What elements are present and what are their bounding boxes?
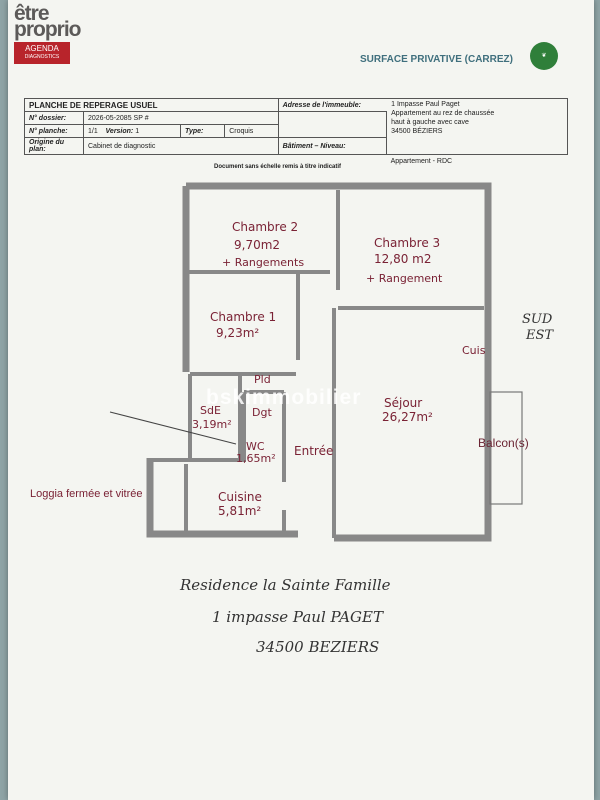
brand-logo: être proprio AGENDA DIAGNOSTICS bbox=[14, 2, 84, 64]
adresse-line1: 1 Impasse Paul Paget bbox=[391, 101, 460, 108]
sejour-label: Séjour bbox=[384, 396, 423, 410]
pointer-line bbox=[109, 411, 237, 445]
batiment-value: Appartement - RDC bbox=[390, 157, 453, 165]
adresse-line2: Appartement au rez de chaussée bbox=[391, 110, 495, 117]
badge-line1: AGENDA bbox=[25, 44, 59, 53]
wc-label: WC bbox=[246, 440, 265, 453]
chambre2-area: 9,70m2 bbox=[234, 238, 281, 252]
adresse-line4: 34500 BÉZIERS bbox=[391, 128, 443, 135]
info-table: PLANCHE DE REPERAGE USUEL Adresse de l'i… bbox=[24, 98, 568, 167]
balcon-outline bbox=[489, 391, 523, 505]
batiment-label: Bâtiment – Niveau: bbox=[277, 137, 388, 155]
cuisine-area: 5,81m² bbox=[218, 504, 262, 518]
balcon-label: Balcon(s) bbox=[478, 436, 529, 450]
watermark: bskimmobilier bbox=[206, 386, 362, 409]
chambre3-label: Chambre 3 bbox=[374, 236, 441, 250]
adresse-block: 1 Impasse Paul Paget Appartement au rez … bbox=[386, 98, 568, 155]
placard-label: Pld bbox=[254, 373, 271, 386]
adresse-line3: haut à gauche avec cave bbox=[391, 119, 469, 126]
badge-line2: DIAGNOSTICS bbox=[24, 54, 60, 60]
brand-name: être proprio bbox=[14, 2, 82, 41]
degagement-label: Dgt bbox=[252, 406, 272, 419]
chambre2-label: Chambre 2 bbox=[232, 220, 299, 234]
outer-walls bbox=[146, 182, 492, 542]
handwritten-line1: Residence la Sainte Famille bbox=[180, 576, 391, 594]
chambre1-label: Chambre 1 bbox=[210, 310, 277, 324]
cuisine-marker: Cuis bbox=[462, 344, 486, 357]
inner-walls bbox=[150, 190, 484, 538]
wc-area: 1,65m² bbox=[236, 452, 276, 465]
surface-title: SURFACE PRIVATIVE (CARREZ) bbox=[360, 54, 513, 65]
sejour-area: 26,27m² bbox=[382, 410, 433, 424]
orientation-est: EST bbox=[526, 328, 554, 343]
scale-note: Document sans échelle remis à titre indi… bbox=[214, 164, 342, 170]
agenda-badge: AGENDA DIAGNOSTICS bbox=[14, 42, 70, 64]
sde-label: SdE bbox=[200, 404, 221, 417]
chambre1-area: 9,23m² bbox=[216, 326, 260, 340]
origine-value: Cabinet de diagnostic bbox=[83, 137, 279, 155]
chambre3-extra: + Rangement bbox=[366, 272, 443, 285]
handwritten-line2: 1 impasse Paul PAGET bbox=[212, 608, 383, 626]
adresse-label: Adresse de l'immeuble: bbox=[277, 98, 387, 112]
chambre3-area: 12,80 m2 bbox=[374, 252, 432, 266]
sde-area: 3,19m² bbox=[192, 418, 232, 431]
loggia-label: Loggia fermée et vitrée bbox=[30, 488, 143, 500]
handwritten-line3: 34500 BEZIERS bbox=[256, 638, 380, 656]
leaf-stamp-icon: ❦ bbox=[530, 42, 558, 70]
origine-label: Origine du plan: bbox=[24, 137, 84, 155]
chambre2-extra: + Rangements bbox=[222, 256, 305, 269]
cuisine-label: Cuisine bbox=[218, 490, 262, 504]
orientation-sud: SUD bbox=[522, 312, 553, 327]
entree-label: Entrée bbox=[294, 444, 334, 458]
